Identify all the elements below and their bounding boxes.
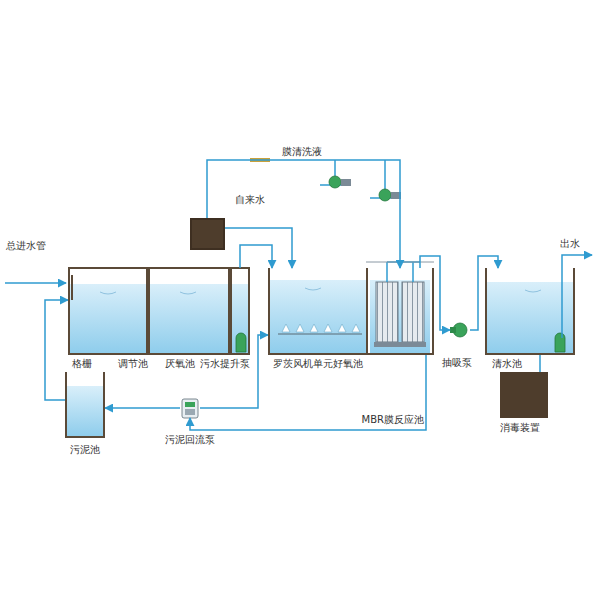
pump-icons: [182, 323, 565, 418]
disinfection-unit: 消毒装置: [500, 372, 548, 418]
pipe-label: 总进水管: [6, 240, 46, 252]
clear-water-tank: 清水池: [485, 268, 575, 355]
aerobic-tank: 罗茨风机单元好氧池: [268, 268, 368, 355]
pipe-connector: [190, 355, 426, 430]
equalization-tank: 调节池: [68, 268, 148, 355]
pipe-connector: [200, 335, 268, 408]
anaerobic-tank: 厌氧池: [148, 268, 230, 355]
mbr-tank: MBR膜反应池: [366, 268, 434, 355]
membrane-modules: [374, 262, 426, 347]
inlet-pipe: [5, 275, 72, 300]
outlet-label: 出水: [560, 238, 580, 250]
lift-pump-well: 污水提升泵: [230, 268, 250, 355]
screen-label: 格栅: [72, 358, 92, 370]
node-label: MBR膜反应池: [362, 414, 424, 426]
sludge-tank: 污泥池: [65, 372, 105, 438]
pipe-connector: [240, 245, 272, 268]
water-surface: [100, 288, 541, 294]
pipe-connector: [539, 355, 541, 372]
water: [67, 280, 573, 436]
node-label: 污泥池: [70, 444, 100, 456]
water-tank: 自来水: [190, 218, 225, 250]
pipe-connector: [207, 160, 400, 268]
node-label: 污水提升泵: [200, 358, 250, 370]
cleaning-pumps: [250, 158, 401, 201]
node-label: 污泥回流泵: [165, 434, 215, 446]
node-label: 厌氧池: [165, 358, 195, 370]
pipe-label: 膜清洗液: [280, 146, 324, 158]
sludge-return-pump: 污泥回流泵: [180, 398, 200, 418]
node-label: 调节池: [118, 358, 148, 370]
suction-pump: 抽吸泵: [450, 322, 470, 338]
pipe-connector: [105, 407, 180, 409]
node-label: 清水池: [492, 358, 522, 370]
aeration-diffusers: [278, 324, 362, 334]
node-label: 抽吸泵: [442, 357, 472, 369]
node-label: 自来水: [235, 194, 265, 206]
pipe-connector: [225, 228, 292, 268]
node-label: 消毒装置: [500, 422, 540, 434]
node-label: 罗茨风机单元好氧池: [273, 358, 363, 370]
